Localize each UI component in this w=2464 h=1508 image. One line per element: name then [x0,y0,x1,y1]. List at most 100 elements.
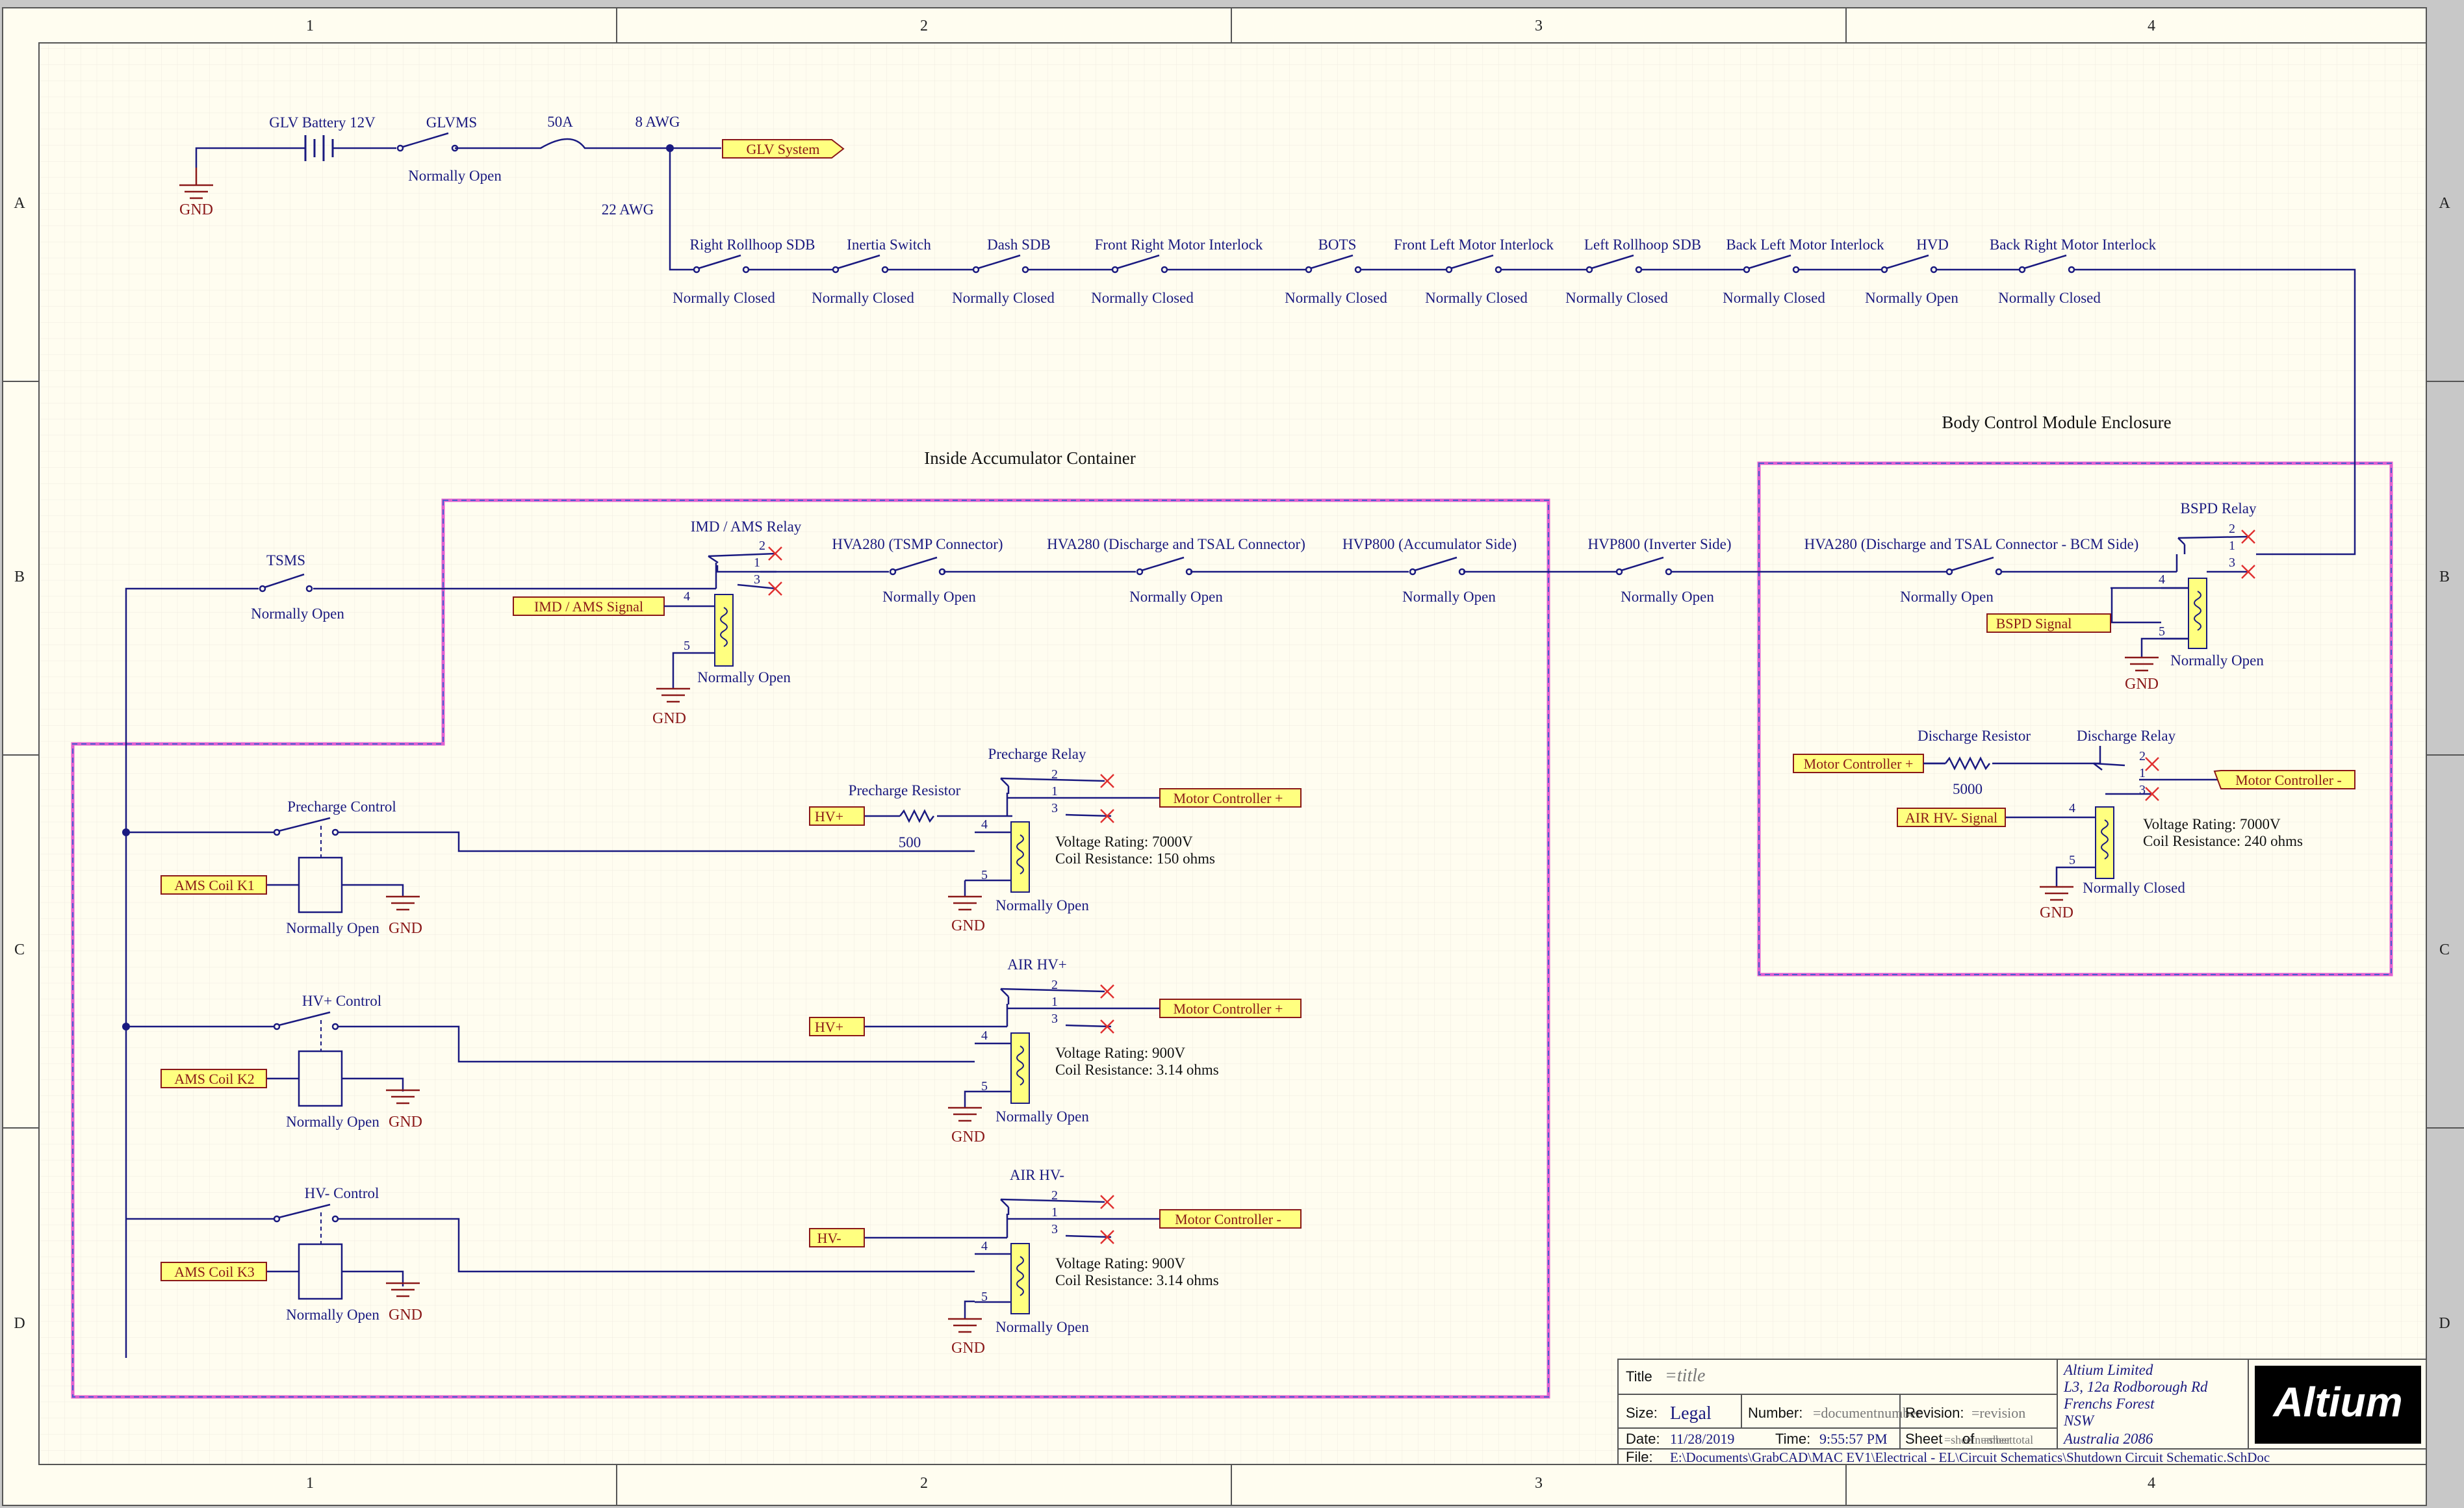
glv-gnd-label: GND [179,201,213,218]
relay-resistance-2: Coil Resistance: 3.14 ohms [1055,1062,1219,1078]
ams-coil-port-2[interactable]: AMS Coil K2 [160,1069,267,1088]
bspd-gnd-symbol [2125,656,2159,672]
sheet-inner-frame [38,42,2427,1465]
connector-label-2: HVA280 (Discharge and TSAL Connector) [1047,536,1305,552]
bspd-signal-label: BSPD Signal [1996,615,2072,632]
discharge-relay-label: Discharge Relay [2077,728,2176,744]
relay-pin-4-2: 4 [981,1029,988,1043]
imd-pin-3: 3 [754,572,760,587]
ams-coil-port-3[interactable]: AMS Coil K3 [160,1262,267,1281]
control-switch-3[interactable] [273,1203,339,1223]
relay-pin-2-2: 2 [1051,978,1058,992]
imd-pin-2: 2 [759,539,765,553]
loop-switch-state-9: Normally Open [1865,290,1958,306]
bcm-connector-switch[interactable] [1945,556,2003,576]
control-label-3: HV- Control [305,1185,379,1201]
control-gnd-symbol-3 [386,1282,420,1297]
discharge-relay-contacts [2093,762,2214,795]
loop-switch-10[interactable] [2018,254,2075,274]
relay-voltage-3: Voltage Rating: 900V [1055,1255,1186,1272]
inverter-connector-switch[interactable] [1615,556,1673,576]
control-switch-2[interactable] [273,1011,339,1030]
loop-switch-label-9: HVD [1916,236,1949,253]
relay-resistance-3: Coil Resistance: 3.14 ohms [1055,1272,1219,1288]
relay-contacts-2 [1000,988,1112,1028]
loop-switch-state-8: Normally Closed [1723,290,1825,306]
row-a-left: A [14,195,25,212]
wire-8awg-label: 8 AWG [635,114,680,130]
discharge-resistor-value: 5000 [1953,781,1983,797]
tb-size-value: Legal [1670,1403,1712,1424]
relay-output-port-2[interactable]: Motor Controller + [1159,999,1302,1018]
row-c-left: C [14,941,25,958]
relay-pin-1-2: 1 [1051,995,1058,1009]
imd-pin-5: 5 [684,639,690,653]
relay-input-port-2[interactable]: HV+ [809,1017,865,1036]
bspd-pin-3: 3 [2229,556,2235,570]
tb-file-value: E:\Documents\GrabCAD\MAC EV1\Electrical … [1670,1450,2270,1465]
glvms-state: Normally Open [408,168,502,184]
loop-switch-5[interactable] [1305,254,1362,274]
discharge-input-port[interactable]: Motor Controller + [1793,754,1924,773]
connector-switch-1[interactable] [889,556,946,576]
relay-input-port-1[interactable]: HV+ [809,806,865,826]
loop-switch-6[interactable] [1445,254,1502,274]
connector-label-1: HVA280 (TSMP Connector) [832,536,1003,552]
relay-output-label-2: Motor Controller + [1174,1001,1283,1017]
loop-switch-4[interactable] [1111,254,1168,274]
loop-switch-label-3: Dash SDB [987,236,1051,253]
discharge-gnd-symbol [2040,886,2073,901]
bspd-signal-port[interactable]: BSPD Signal [1986,613,2111,633]
bcm-connector-state: Normally Open [1900,589,1994,605]
wire-22awg-label: 22 AWG [602,201,654,218]
connector-switch-2[interactable] [1136,556,1193,576]
glv-gnd-symbol [179,168,213,199]
air-hv-signal-label: AIR HV- Signal [1905,810,1997,826]
connector-switch-3[interactable] [1409,556,1466,576]
discharge-output-port[interactable]: Motor Controller - [2213,770,2355,789]
relay-gnd-symbol-1 [948,895,982,911]
loop-switch-1[interactable] [693,254,750,274]
loop-switch-7[interactable] [1585,254,1643,274]
relay-input-port-3[interactable]: HV- [809,1228,865,1247]
loop-switch-2[interactable] [832,254,889,274]
relay-pin-2-3: 2 [1051,1188,1058,1203]
tb-number-label: Number: [1748,1405,1803,1421]
ams-coil-port-1[interactable]: AMS Coil K1 [160,875,267,895]
col-2-top: 2 [920,18,928,34]
discharge-pin-1: 1 [2139,766,2146,780]
tsms-switch[interactable] [259,573,313,593]
discharge-voltage: Voltage Rating: 7000V [2143,816,2281,832]
relay-contacts-1 [1000,777,1112,817]
discharge-pin-3: 3 [2139,783,2146,797]
loop-switch-state-2: Normally Closed [812,290,914,306]
glvms-switch[interactable] [396,132,474,152]
control-switch-1[interactable] [273,817,339,836]
relay-pin-4-1: 4 [981,817,988,832]
tb-company-1: Altium Limited [2062,1362,2153,1378]
air-hv-signal-port[interactable]: AIR HV- Signal [1897,808,2006,827]
relay-nc-marks-2 [1100,984,1114,1034]
loop-switch-3[interactable] [972,254,1029,274]
tb-revision-label: Revision: [1905,1405,1964,1421]
tsms-state: Normally Open [251,606,344,622]
relay-state-3: Normally Open [995,1319,1089,1335]
relay-output-port-3[interactable]: Motor Controller - [1159,1209,1302,1229]
connector-state-1: Normally Open [882,589,976,605]
loop-switch-9[interactable] [1880,254,1938,274]
relay-voltage-1: Voltage Rating: 7000V [1055,834,1193,850]
tb-title-label: Title [1626,1368,1652,1385]
row-d-right: D [2439,1315,2450,1332]
tb-company-2: L3, 12a Rodborough Rd [2063,1379,2208,1395]
glv-system-port[interactable]: GLV System [722,139,845,159]
row-b-right: B [2439,569,2450,585]
control-coil-1 [298,856,343,914]
loop-switch-label-5: BOTS [1318,236,1357,253]
loop-switch-8[interactable] [1743,254,1800,274]
relay-pin-5-2: 5 [981,1079,988,1093]
imd-pin-1: 1 [754,556,760,570]
battery-label: GLV Battery 12V [269,114,376,131]
imd-signal-port[interactable]: IMD / AMS Signal [513,596,665,616]
relay-coil-2 [1010,1032,1030,1104]
relay-output-port-1[interactable]: Motor Controller + [1159,788,1302,808]
